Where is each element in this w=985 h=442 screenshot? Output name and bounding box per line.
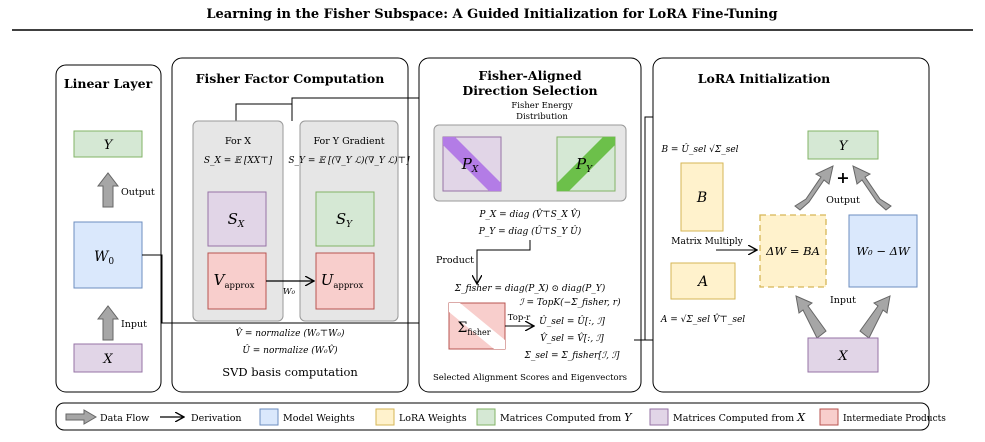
- energy-label-1: Fisher Energy: [511, 101, 572, 111]
- lora-output-label: Output: [826, 195, 860, 206]
- legend-lora-weights: LoRA Weights: [399, 413, 467, 424]
- a-formula: A = √Σ_sel V̂⊤_sel: [660, 313, 745, 325]
- linear-w0-label: W0: [94, 249, 114, 267]
- svd-footer: SVD basis computation: [222, 365, 358, 379]
- linear-x-label: X: [102, 352, 113, 367]
- v-sel-formula: V̂_sel = V̂[:, ℐ]: [540, 332, 604, 344]
- legend-intermediate-swatch: [819, 408, 839, 426]
- u-approx-label: Uapprox: [321, 271, 364, 291]
- linear-input-label: Input: [121, 319, 147, 330]
- sigma-fisher-label: Σfisher: [457, 320, 490, 337]
- legend-from-x-swatch: [649, 408, 669, 426]
- v-approx-label: Vapprox: [214, 271, 255, 291]
- delta-w-label: ΔW = BA: [765, 244, 820, 258]
- linear-w0-box: [73, 221, 143, 289]
- sx-box: [207, 191, 267, 247]
- lora-input-arrow-right: [859, 295, 891, 339]
- sx-label: SX: [228, 210, 245, 230]
- u-sel-formula: Û_sel = Û[:, ℐ]: [539, 315, 605, 327]
- a-label: A: [696, 274, 708, 290]
- fisher-factor-title: Fisher Factor Computation: [196, 71, 385, 86]
- linear-output-arrow: [96, 172, 120, 208]
- w0-minus-label: W₀ − ΔW: [856, 244, 911, 258]
- sigma-formula: Σ_fisher = diag(P_X) ⊙ diag(P_Y): [454, 283, 606, 294]
- linear-y-label: Y: [104, 138, 114, 153]
- py-diagonal: [557, 137, 615, 191]
- page-title: Learning in the Fisher Subspace: A Guide…: [206, 7, 777, 22]
- legend-derivation: Derivation: [191, 413, 242, 424]
- lora-input-label: Input: [830, 295, 856, 306]
- sigma-diagonal: [449, 303, 505, 349]
- linear-y-box: [73, 130, 143, 158]
- w0-minus-box: [848, 214, 918, 288]
- factor-bracket: [235, 103, 293, 121]
- fisher-aligned-title-2: Direction Selection: [462, 83, 597, 98]
- for-x-label: For X: [225, 136, 251, 147]
- sy-box: [315, 191, 375, 247]
- a-box: [670, 262, 736, 300]
- legend-intermediate: Intermediate Products: [843, 414, 946, 424]
- fisher-aligned-title-1: Fisher-Aligned: [478, 68, 581, 83]
- matrix-multiply-label: Matrix Multiply: [671, 237, 743, 247]
- v-approx-box: [207, 252, 267, 310]
- lora-y-label: Y: [839, 139, 849, 154]
- topk-formula: ℐ = TopK(−Σ_fisher, r): [519, 297, 621, 308]
- linear-input-arrow: [96, 305, 120, 341]
- legend-model-weights: Model Weights: [283, 413, 355, 424]
- px-formula: P_X = diag (V̂⊤S_X V̂): [478, 208, 581, 220]
- py-formula: P_Y = diag (Û⊤S_Y Û): [478, 225, 582, 237]
- py-label: PY: [575, 155, 593, 175]
- u-approx-box: [315, 252, 375, 310]
- sx-formula: S_X = 𝔼 [XX⊤]: [204, 156, 273, 166]
- lora-input-arrow-left: [795, 295, 827, 339]
- top-r-label: Top-r: [508, 313, 531, 323]
- legend-data-flow-icon: [65, 409, 97, 425]
- b-box: [680, 162, 724, 232]
- lora-output-arrow-right: [852, 165, 892, 211]
- plus-sign: +: [836, 168, 849, 187]
- v-hat-formula: V̂ = normalize (W₀⊤W₀): [235, 327, 345, 339]
- lora-output-arrow-left: [794, 165, 834, 211]
- lora-y-box: [807, 130, 879, 160]
- px-label: PX: [461, 155, 479, 175]
- legend-model-weights-swatch: [259, 408, 279, 426]
- lora-x-box: [807, 337, 879, 373]
- px-diagonal: [443, 137, 501, 191]
- sy-label: SY: [336, 210, 353, 230]
- sy-formula: S_Y = 𝔼 [(∇_Y ℒ)(∇_Y ℒ)⊤]: [288, 155, 410, 166]
- delta-w-box: [759, 214, 827, 288]
- b-label: B: [696, 190, 707, 206]
- linear-x-box: [73, 343, 143, 373]
- legend-lora-weights-swatch: [375, 408, 395, 426]
- w0-arrow-label: W₀: [283, 287, 296, 297]
- lora-x-label: X: [837, 349, 848, 364]
- lora-title: LoRA Initialization: [698, 71, 831, 86]
- legend-from-y: Matrices Computed from Y: [500, 411, 633, 424]
- b-formula: B = Û_sel √Σ_sel: [660, 143, 738, 155]
- energy-label-2: Distribution: [516, 112, 568, 122]
- u-hat-formula: Û = normalize (W₀V̂): [242, 344, 338, 356]
- product-arrow: [477, 240, 531, 284]
- product-label: Product: [436, 255, 474, 266]
- legend-from-x: Matrices Computed from X: [673, 411, 806, 424]
- linear-layer-title: Linear Layer: [64, 76, 153, 91]
- linear-output-label: Output: [121, 187, 155, 198]
- legend-data-flow: Data Flow: [100, 413, 149, 424]
- legend-from-y-swatch: [476, 408, 496, 426]
- for-y-label: For Y Gradient: [313, 136, 384, 147]
- selected-footer: Selected Alignment Scores and Eigenvecto…: [433, 373, 627, 383]
- s-sel-formula: Σ_sel = Σ_fisher[ℐ, ℐ]: [523, 351, 620, 361]
